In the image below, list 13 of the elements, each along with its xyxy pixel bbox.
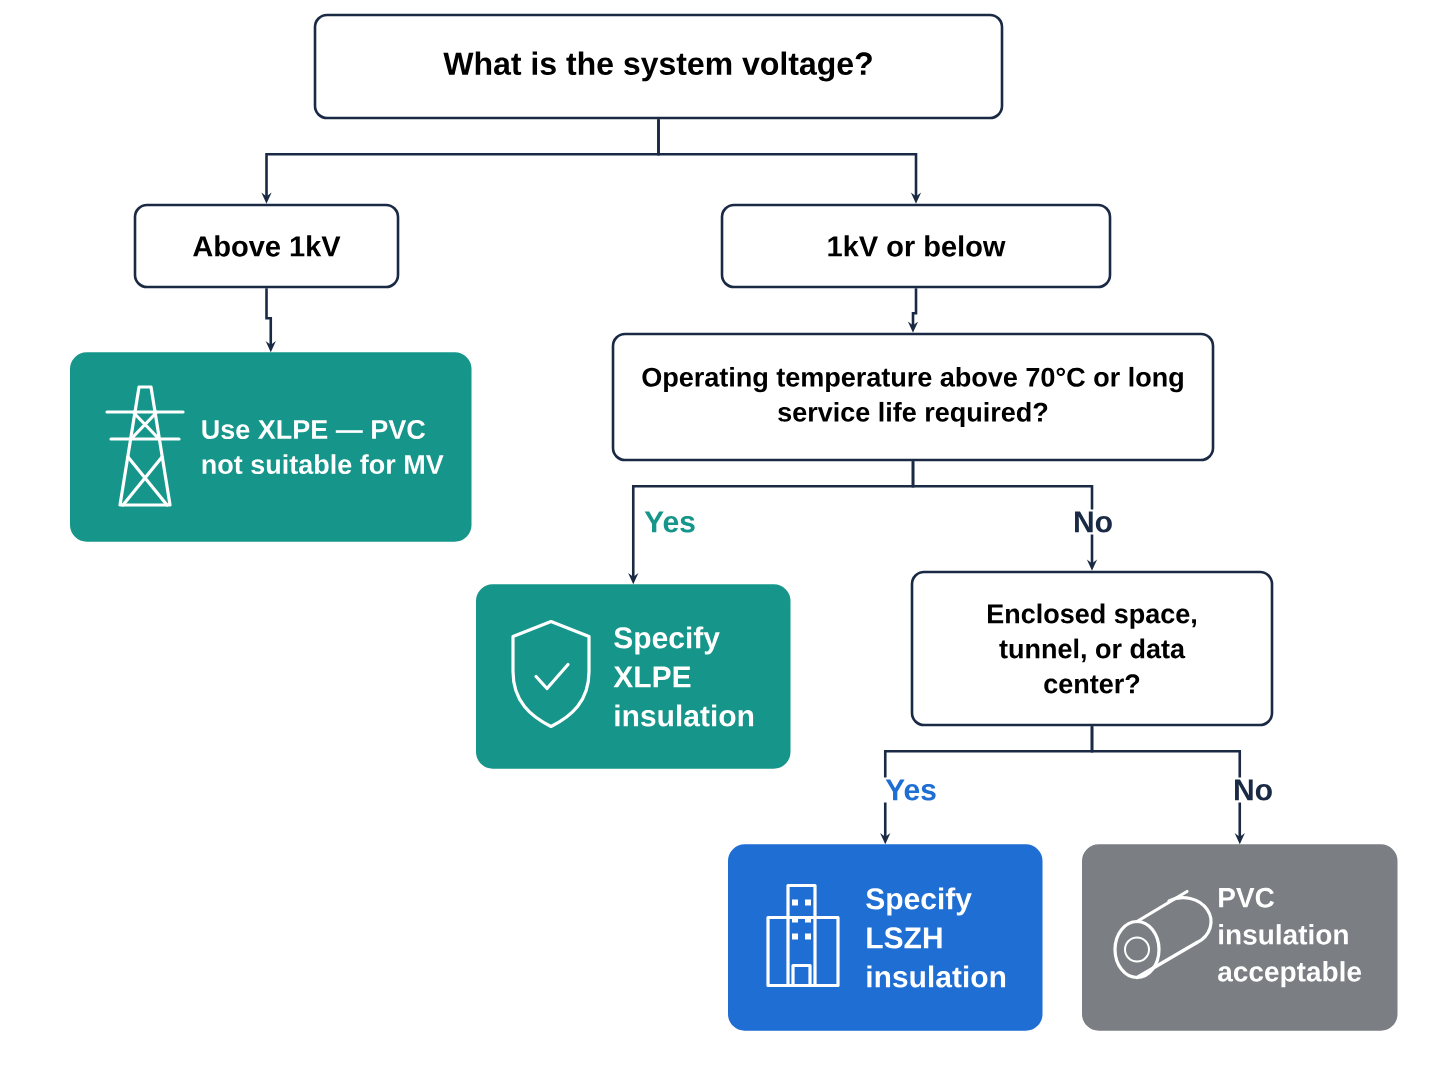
question-box: What is the system voltage? (313, 13, 1004, 120)
question-box: Above 1kV (133, 203, 400, 289)
question-box: Operating temperature above 70°C or long service life required? (611, 332, 1215, 462)
result-box: Specify LSZH insulation (728, 844, 1043, 1031)
edge-label: No (1231, 777, 1275, 803)
result-box: Specify XLPE insulation (476, 584, 791, 769)
question-box: 1kV or below (720, 203, 1112, 289)
edge-label: Yes (642, 509, 698, 535)
edge-label: No (1071, 509, 1115, 535)
result-box: PVC insulation acceptable (1082, 844, 1398, 1031)
result-box: Use XLPE — PVC not suitable for MV (70, 352, 472, 542)
question-box: Enclosed space, tunnel, or data center? (910, 570, 1274, 727)
edge-label: Yes (883, 777, 939, 803)
